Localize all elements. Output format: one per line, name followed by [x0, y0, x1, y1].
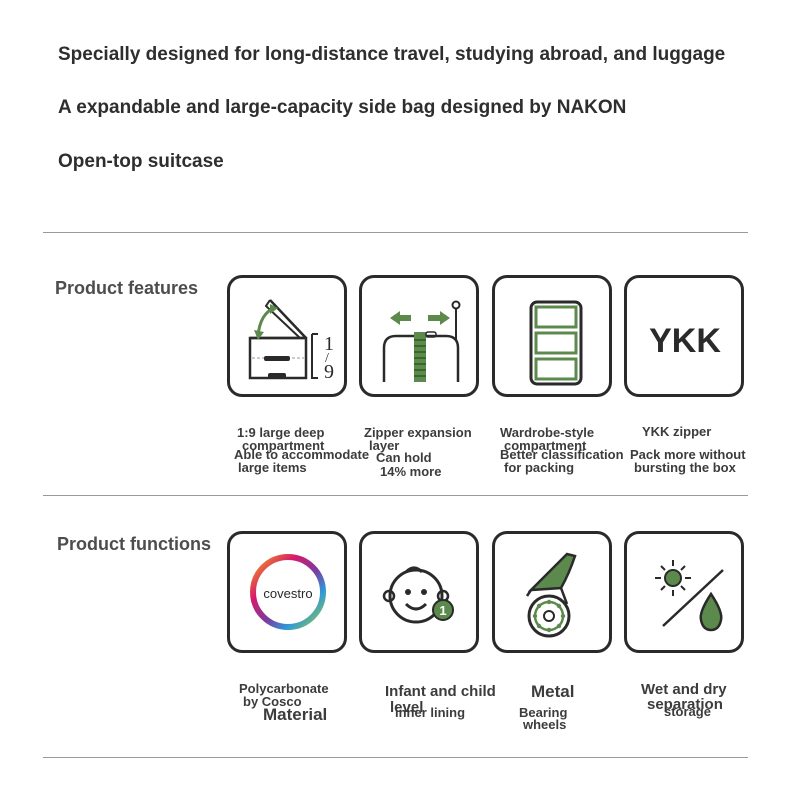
ratio-slash: / [325, 351, 329, 366]
function-card-infant-lining: 1 [359, 531, 479, 653]
sun-drop-icon [655, 560, 724, 632]
function-2-caption-line3: inner lining [395, 705, 466, 720]
feature-3-caption-line1: Wardrobe-style [500, 425, 595, 440]
function-4-caption-line3: storage [664, 704, 711, 719]
feature-2-caption-line2: layer [369, 438, 400, 453]
features-title: Product features [55, 278, 199, 298]
feature-1-caption-line1: 1:9 large deep [237, 425, 325, 440]
function-1-caption-line2: by Cosco [243, 694, 302, 709]
feature-2-caption-line1: Zipper expansion [364, 425, 472, 440]
feature-1-caption-line2: compartment [242, 438, 325, 453]
divider-middle [43, 495, 748, 496]
feature-4-caption-line3: bursting the box [634, 460, 736, 475]
headline-open-top: Open-top suitcase [58, 151, 224, 172]
wardrobe-compartment-icon [529, 300, 583, 386]
baby-badge: 1 [439, 603, 446, 618]
divider-bottom [43, 757, 748, 758]
function-4-caption-line2: separation [647, 696, 723, 713]
feature-card-zipper-expansion [359, 275, 479, 397]
covestro-logo: covestro [250, 554, 326, 630]
baby-face-icon: 1 [382, 566, 454, 624]
feature-3-caption-line3: Better classification [500, 447, 624, 462]
function-1-caption-line3: Material [263, 705, 328, 724]
function-2-caption-line2: level [390, 699, 424, 716]
function-4-caption-line1: Wet and dry [641, 681, 727, 698]
feature-4-caption-line2: Pack more without [630, 447, 746, 462]
ratio-bottom: 9 [324, 361, 334, 383]
function-1-caption-line1: Polycarbonate [239, 681, 329, 696]
feature-card-ykk: YKK [624, 275, 744, 397]
feature-1-caption-line3: Able to accommodate [234, 447, 370, 462]
function-3-caption-line3: wheels [523, 717, 567, 732]
function-2-caption-line1: Infant and child [385, 683, 496, 700]
function-card-covestro: covestro [227, 531, 347, 653]
feature-card-wardrobe [492, 275, 612, 397]
feature-1-caption-line4: large items [238, 460, 307, 475]
headline-travel: Specially designed for long-distance tra… [58, 44, 726, 65]
bearing-wheel-icon [525, 552, 577, 638]
ykk-logo-text: YKK [649, 322, 721, 360]
feature-2-caption-line4: 14% more [380, 464, 442, 479]
covestro-logo-text: covestro [263, 586, 312, 601]
function-card-bearing-wheels [492, 531, 612, 653]
function-card-wet-dry [624, 531, 744, 653]
open-lid-suitcase-icon: 1 / 9 [248, 299, 334, 383]
feature-3-caption-line2: compartment [504, 438, 587, 453]
ratio-top: 1 [324, 333, 334, 355]
function-3-caption-line2: Bearing [519, 705, 568, 720]
function-3-caption-line1: Metal [531, 682, 575, 701]
zipper-expansion-icon [382, 300, 461, 382]
feature-3-caption-line4: for packing [504, 460, 575, 475]
headline-side-bag: A expandable and large-capacity side bag… [58, 97, 627, 118]
functions-title: Product functions [57, 534, 211, 554]
divider-top [43, 232, 748, 233]
feature-4-caption-line1: YKK zipper [642, 424, 712, 439]
ykk-logo: YKK [649, 322, 721, 360]
feature-2-caption-line3: Can hold [376, 450, 432, 465]
feature-card-deep-compartment: 1 / 9 [227, 275, 347, 397]
